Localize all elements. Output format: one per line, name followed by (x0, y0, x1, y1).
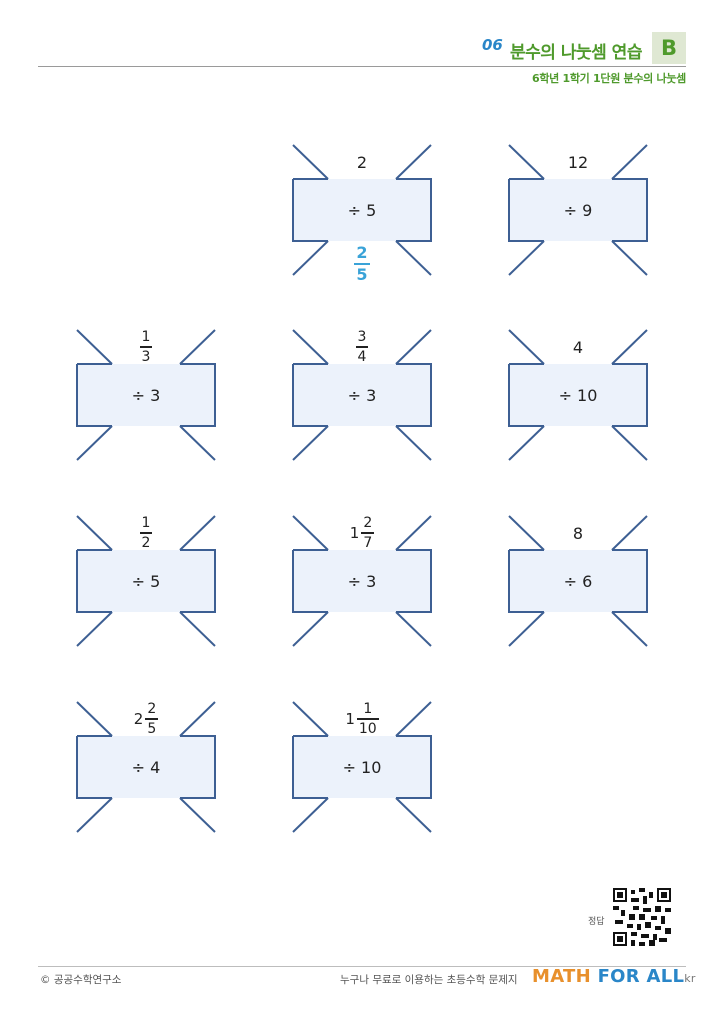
fraction-bar (354, 263, 370, 265)
whole-part: 1 (349, 524, 360, 542)
dividend-value: 12 (567, 152, 589, 172)
fraction-bar (139, 346, 153, 348)
denominator: 5 (147, 720, 157, 737)
answer-numerator: 2 (356, 243, 368, 263)
denominator: 2 (141, 534, 151, 551)
division-frame (292, 329, 432, 461)
answer-input[interactable] (292, 798, 432, 844)
answer-label: 정답 (588, 917, 605, 927)
answer-input[interactable] (292, 426, 432, 472)
division-frame (508, 329, 648, 461)
division-problem: 8 ÷ 6 (508, 514, 648, 664)
division-frame (76, 329, 216, 461)
divisor: ÷ 3 (131, 385, 161, 405)
answer-input[interactable] (76, 426, 216, 472)
dividend: 8 (508, 510, 648, 556)
division-problem: 12 ÷ 9 (508, 143, 648, 293)
division-frame (292, 515, 432, 647)
answer-denominator: 5 (356, 264, 368, 284)
numerator: 2 (363, 515, 373, 532)
fraction-bar (139, 532, 153, 534)
math-for-all-logo[interactable]: MATH FOR ALLkr (532, 966, 696, 987)
worksheet-subtitle: 6학년 1학기 1단원 분수의 나눗셈 (531, 72, 686, 85)
division-frame (76, 515, 216, 647)
logo-part-math: MATH (532, 966, 598, 987)
divisor: ÷ 3 (347, 385, 377, 405)
dividend: 2 (292, 139, 432, 185)
answer-input[interactable] (508, 612, 648, 658)
logo-part-kr: kr (684, 972, 696, 985)
fraction-bar (355, 346, 369, 348)
fraction-bar (356, 718, 379, 720)
divisor: ÷ 3 (347, 571, 377, 591)
dividend: 12 (508, 139, 648, 185)
header-divider (38, 66, 686, 67)
denominator: 10 (358, 720, 377, 737)
worksheet-title: 분수의 나눗셈 연습 (510, 43, 642, 63)
answer-input[interactable] (292, 612, 432, 658)
division-frame (76, 701, 216, 833)
division-frame (508, 515, 648, 647)
numerator: 2 (147, 701, 157, 718)
qr-code-icon[interactable] (613, 888, 671, 946)
numerator: 1 (141, 329, 151, 346)
whole-part: 2 (133, 710, 144, 728)
answer-input[interactable] (508, 426, 648, 472)
whole-part: 1 (345, 710, 355, 728)
division-frame (292, 144, 432, 276)
divisor: ÷ 10 (558, 385, 598, 405)
dividend: 4 (508, 324, 648, 370)
denominator: 3 (141, 348, 151, 365)
answer-input[interactable] (76, 612, 216, 658)
fraction-bar (145, 718, 159, 720)
dividend-value: 8 (572, 523, 584, 543)
division-frame (292, 701, 432, 833)
footer-divider (38, 966, 686, 967)
divisor: ÷ 10 (342, 757, 382, 777)
copyright-text: © 공공수학연구소 (40, 974, 122, 986)
dividend-value: 4 (572, 337, 584, 357)
fraction-bar (361, 532, 375, 534)
divisor: ÷ 4 (131, 757, 161, 777)
divisor: ÷ 5 (131, 571, 161, 591)
numerator: 1 (141, 515, 151, 532)
denominator: 7 (363, 534, 373, 551)
numerator: 1 (363, 701, 373, 718)
level-badge: B (652, 32, 686, 64)
divisor: ÷ 6 (563, 571, 593, 591)
answer-input[interactable] (76, 798, 216, 844)
division-frame (508, 144, 648, 276)
worksheet-number: 06 (482, 36, 503, 54)
denominator: 4 (357, 348, 367, 365)
footer-tagline: 누구나 무료로 이용하는 초등수학 문제지 (340, 974, 518, 986)
division-problem: 4 ÷ 10 (508, 328, 648, 478)
divisor: ÷ 9 (563, 200, 593, 220)
answer-input[interactable] (508, 241, 648, 287)
dividend-value: 2 (356, 152, 368, 172)
logo-part-for-all: FOR ALL (597, 966, 685, 987)
divisor: ÷ 5 (347, 200, 377, 220)
numerator: 3 (357, 329, 367, 346)
